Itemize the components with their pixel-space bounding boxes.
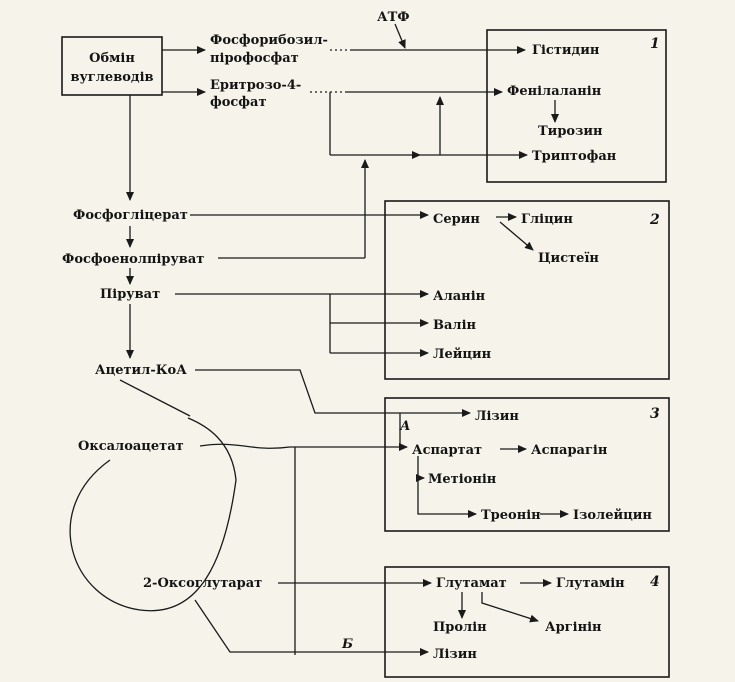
prpp-label-2: пірофосфат xyxy=(210,51,299,66)
arrow-path-b-to-lysine xyxy=(194,599,429,656)
group-1-box xyxy=(486,29,667,183)
threonine-label: Треонін xyxy=(481,508,541,523)
valine-label: Валін xyxy=(433,318,477,333)
pga-label: Фосфогліцерат xyxy=(73,208,188,223)
lysine-a-label: Лізин xyxy=(475,409,519,424)
krebs-cycle-circle xyxy=(69,417,237,612)
tryptophan-label: Триптофан xyxy=(532,149,617,164)
glutamine-label: Глутамін xyxy=(556,576,625,591)
group-3-number: 3 xyxy=(650,406,660,422)
atp-label: АТФ xyxy=(377,10,410,25)
glutamate-label: Глутамат xyxy=(436,576,507,591)
carb-metabolism-label-2: вуглеводів xyxy=(70,70,153,85)
carb-metabolism-label-1: Обмін xyxy=(89,51,135,66)
pyruvate-label: Піруват xyxy=(100,287,160,302)
isoleucine-label: Ізолейцин xyxy=(573,508,652,523)
e4p-label-2: фосфат xyxy=(210,95,267,110)
group-3-box xyxy=(384,397,670,532)
cysteine-label: Цистеїн xyxy=(538,251,599,266)
group-1-number: 1 xyxy=(650,36,660,52)
asparagine-label: Аспарагін xyxy=(531,443,608,458)
arrow-glutamate-to-arginine xyxy=(481,592,539,623)
proline-label: Пролін xyxy=(433,620,487,635)
carb-metabolism-box xyxy=(61,36,163,96)
path-a-label: А xyxy=(399,419,411,434)
glycine-label: Гліцин xyxy=(521,212,573,227)
e4p-label-1: Еритрозо-4- xyxy=(210,78,301,93)
lysine-b-label: Лізин xyxy=(433,647,477,662)
arginine-label: Аргінін xyxy=(545,620,602,635)
histidine-label: Гістидин xyxy=(532,43,600,58)
aspartate-label: Аспартат xyxy=(412,443,482,458)
acetyl-coa-label: Ацетил-КоА xyxy=(95,363,187,378)
methionine-label: Метіонін xyxy=(428,472,497,487)
serine-label: Серин xyxy=(433,212,480,227)
oxaloacetate-label: Оксалоацетат xyxy=(78,439,184,454)
group-4-number: 4 xyxy=(650,574,660,590)
prpp-label-1: Фосфорибозил- xyxy=(210,33,328,48)
acetylcoa-to-cycle xyxy=(119,379,191,417)
arrow-serine-to-cysteine xyxy=(499,221,534,251)
group-4-box xyxy=(384,566,670,678)
leucine-label: Лейцин xyxy=(433,347,492,362)
arrow-atp xyxy=(394,23,406,49)
path-b-label: Б xyxy=(341,637,353,652)
arrow-to-threonine xyxy=(417,478,477,518)
group-2-number: 2 xyxy=(649,212,660,228)
phenylalanine-label: Фенілаланін xyxy=(507,84,602,99)
group-2-box xyxy=(384,200,670,380)
pep-label: Фосфоенолпіруват xyxy=(62,252,204,267)
arrow-acetylcoa-to-lysine xyxy=(195,369,471,417)
arrow-aspartate-to-methionine xyxy=(416,456,425,482)
tyrosine-label: Тирозин xyxy=(538,124,603,139)
alanine-label: Аланін xyxy=(433,289,486,304)
arrow-oxaloacetate-to-aspartate xyxy=(199,443,408,451)
